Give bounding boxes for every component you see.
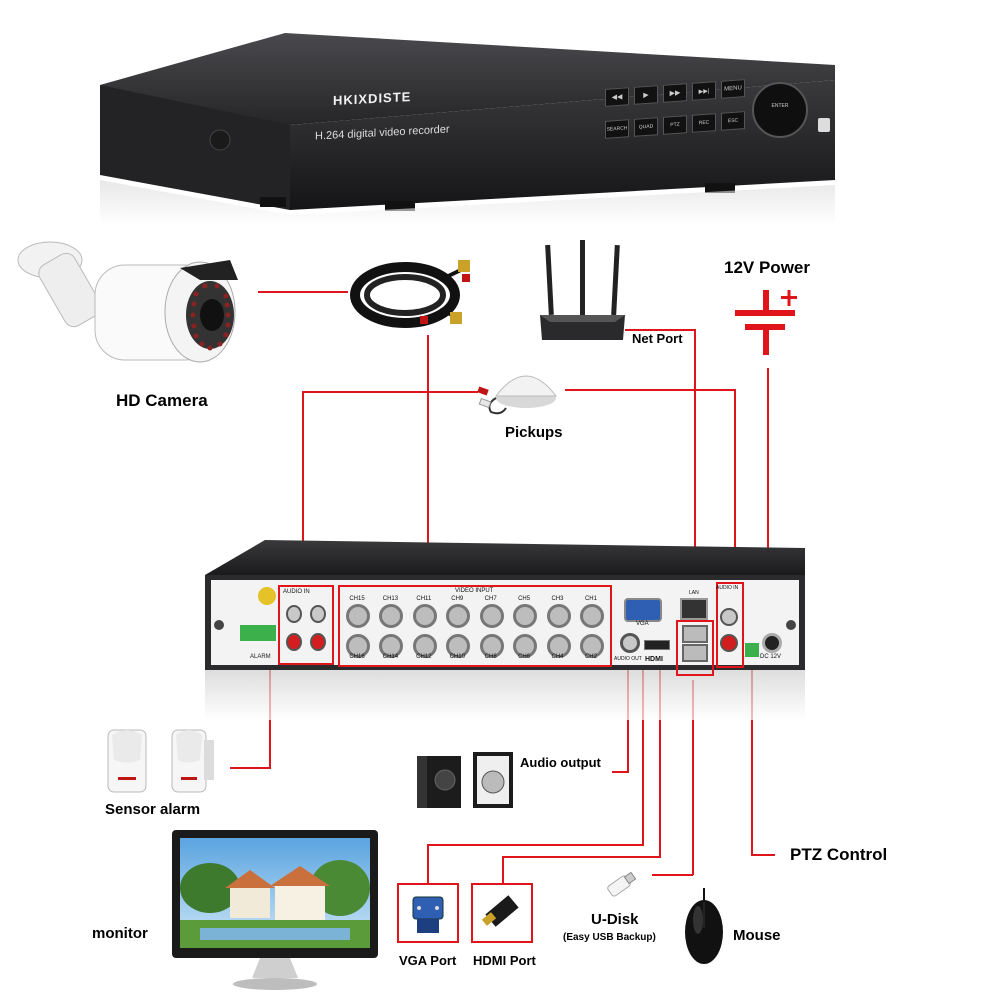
- lan-port[interactable]: [680, 598, 708, 620]
- lan-label: LAN: [689, 590, 699, 596]
- audio-in-left-label: AUDIO IN: [283, 589, 310, 595]
- channel-label: CH2: [584, 654, 597, 660]
- video-input-frame: [338, 585, 612, 667]
- dvr-front: [95, 25, 855, 225]
- alarm-port-label: ALARM: [250, 654, 271, 660]
- power-label: 12V Power: [724, 258, 810, 277]
- hd-camera-label: HD Camera: [116, 391, 208, 410]
- hdmi-port-label-text: HDMI Port: [473, 953, 536, 968]
- channel-label: CH13: [382, 596, 399, 602]
- audio-out-jack[interactable]: [620, 633, 640, 653]
- dpad[interactable]: ENTER: [752, 82, 808, 138]
- audio-in-left-frame: [278, 585, 334, 665]
- usb-front-icon: [818, 118, 830, 132]
- channel-label: CH8: [484, 654, 497, 660]
- video-input-top-row: CH15 CH13 CH11 CH9 CH7 CH5 CH3 CH1: [342, 596, 606, 602]
- monitor-icon: [170, 828, 380, 993]
- audio-output-label: Audio output: [520, 755, 601, 770]
- enter-button[interactable]: ENTER: [771, 103, 789, 109]
- speakers-icon: [415, 750, 515, 810]
- alarm-terminal[interactable]: [240, 625, 276, 641]
- pickup-microphone-icon: [476, 360, 566, 420]
- sensor-alarm-icon: [100, 720, 220, 795]
- channel-label: CH1: [584, 596, 597, 602]
- monitor-label: monitor: [92, 925, 148, 942]
- vga-port[interactable]: [624, 598, 662, 622]
- vga-port-label: VGA: [636, 621, 649, 627]
- power-symbol-icon: [735, 290, 805, 360]
- hdmi-port-box: [471, 883, 533, 943]
- audio-out-label: AUDIO OUT: [614, 656, 642, 662]
- video-input-bottom-row: CH16 CH14 CH12 CH10 CH8 CH6 CH4 CH2: [342, 654, 606, 660]
- channel-label: CH3: [551, 596, 564, 602]
- video-input-label: VIDEO INPUT: [455, 588, 494, 594]
- channel-label: CH4: [551, 654, 564, 660]
- channel-label: CH15: [349, 596, 365, 602]
- audio-in-right-label: AUDIO IN: [716, 585, 739, 591]
- channel-label: CH12: [416, 654, 432, 660]
- usb-port-1[interactable]: [682, 625, 708, 643]
- hdmi-port[interactable]: [644, 640, 670, 650]
- audio-in-left-jacks[interactable]: [286, 605, 326, 655]
- u-disk-sublabel: (Easy USB Backup): [563, 932, 656, 943]
- dvr-back: [205, 540, 805, 720]
- dc-jack[interactable]: [762, 633, 782, 653]
- channel-label: CH6: [518, 654, 531, 660]
- usb-port-2[interactable]: [682, 644, 708, 662]
- bnc-cable-icon: [350, 250, 480, 330]
- mouse-icon: [683, 888, 725, 968]
- channel-label: CH16: [349, 654, 365, 660]
- vga-port-box: [397, 883, 459, 943]
- vga-port-label-text: VGA Port: [399, 953, 457, 968]
- channel-label: CH11: [416, 596, 432, 602]
- dc-label: DC 12V: [760, 654, 782, 660]
- channel-label: CH9: [451, 596, 464, 602]
- channel-label: CH5: [518, 596, 531, 602]
- u-disk-icon: [602, 871, 642, 902]
- sensor-alarm-label: Sensor alarm: [105, 801, 201, 818]
- u-disk-label: U-Disk: [591, 911, 639, 928]
- pickups-label: Pickups: [505, 424, 563, 441]
- audio-in-right-frame: [716, 582, 744, 668]
- audio-in-right-jacks[interactable]: [720, 608, 738, 652]
- hd-camera: [10, 220, 250, 370]
- net-port-label: Net Port: [632, 331, 683, 346]
- router-icon: [535, 240, 630, 345]
- ptz-terminal[interactable]: [745, 643, 759, 657]
- hdmi-port-label: HDMI: [645, 656, 663, 663]
- channel-label: CH10: [449, 654, 465, 660]
- bnc-connectors[interactable]: [346, 604, 604, 658]
- mouse-label: Mouse: [733, 927, 781, 944]
- channel-label: CH7: [484, 596, 497, 602]
- ptz-control-label: PTZ Control: [790, 845, 888, 864]
- usb-frame: [676, 620, 714, 676]
- channel-label: CH14: [382, 654, 399, 660]
